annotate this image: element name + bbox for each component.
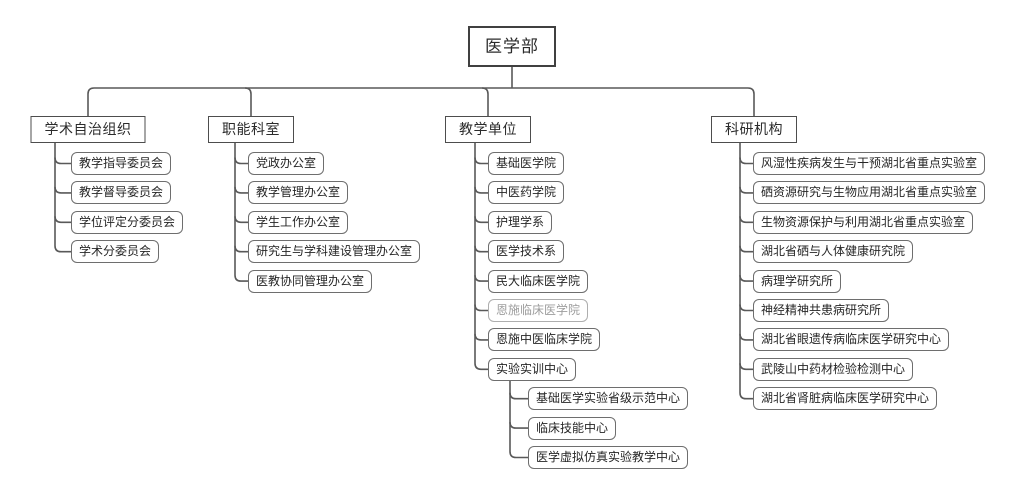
org-node-b1-c1: 教学管理办公室 xyxy=(248,181,349,205)
org-node-b2-c2: 护理学系 xyxy=(488,210,553,234)
org-node-branch-1: 职能科室 xyxy=(208,116,294,143)
org-node-b1-c0: 党政办公室 xyxy=(248,152,325,175)
org-node-b2-c5: 恩施临床医学院 xyxy=(488,299,589,322)
org-node-b3-c6: 湖北省眼遗传病临床医学研究中心 xyxy=(753,328,950,352)
org-node-b0-c3: 学术分委员会 xyxy=(71,240,160,264)
org-node-b3-c8: 湖北省肾脏病临床医学研究中心 xyxy=(753,387,938,411)
org-node-b2-c6: 恩施中医临床学院 xyxy=(488,328,601,352)
org-node-b2-c4: 民大临床医学院 xyxy=(488,269,589,293)
org-node-b2-c7-s1: 临床技能中心 xyxy=(528,416,617,440)
org-node-b3-c7: 武陵山中药材检验检测中心 xyxy=(753,357,914,381)
org-node-root: 医学部 xyxy=(468,26,556,67)
org-node-b0-c1: 教学督导委员会 xyxy=(71,181,172,205)
org-node-b2-c0: 基础医学院 xyxy=(488,152,565,175)
org-node-b0-c2: 学位评定分委员会 xyxy=(71,210,184,234)
org-node-branch-3: 科研机构 xyxy=(711,116,797,143)
org-node-b2-c3: 医学技术系 xyxy=(488,240,565,264)
org-node-b3-c4: 病理学研究所 xyxy=(753,269,842,293)
org-node-b3-c5: 神经精神共患病研究所 xyxy=(753,299,890,322)
org-node-b2-c7-s2: 医学虚拟仿真实验教学中心 xyxy=(528,446,689,469)
org-node-b1-c4: 医教协同管理办公室 xyxy=(248,269,373,293)
org-node-b1-c3: 研究生与学科建设管理办公室 xyxy=(248,240,421,264)
org-node-b2-c1: 中医药学院 xyxy=(488,181,565,205)
org-node-b3-c2: 生物资源保护与利用湖北省重点实验室 xyxy=(753,210,974,234)
org-node-branch-0: 学术自治组织 xyxy=(30,116,146,143)
org-node-b3-c3: 湖北省硒与人体健康研究院 xyxy=(753,240,914,264)
org-node-b3-c0: 风湿性疾病发生与干预湖北省重点实验室 xyxy=(753,152,986,175)
org-node-b1-c2: 学生工作办公室 xyxy=(248,210,349,234)
org-node-b2-c7-s0: 基础医学实验省级示范中心 xyxy=(528,387,689,411)
org-node-b3-c1: 硒资源研究与生物应用湖北省重点实验室 xyxy=(753,181,986,205)
org-node-branch-2: 教学单位 xyxy=(445,116,531,143)
org-node-b2-c7: 实验实训中心 xyxy=(488,357,577,381)
org-node-b0-c0: 教学指导委员会 xyxy=(71,152,172,175)
